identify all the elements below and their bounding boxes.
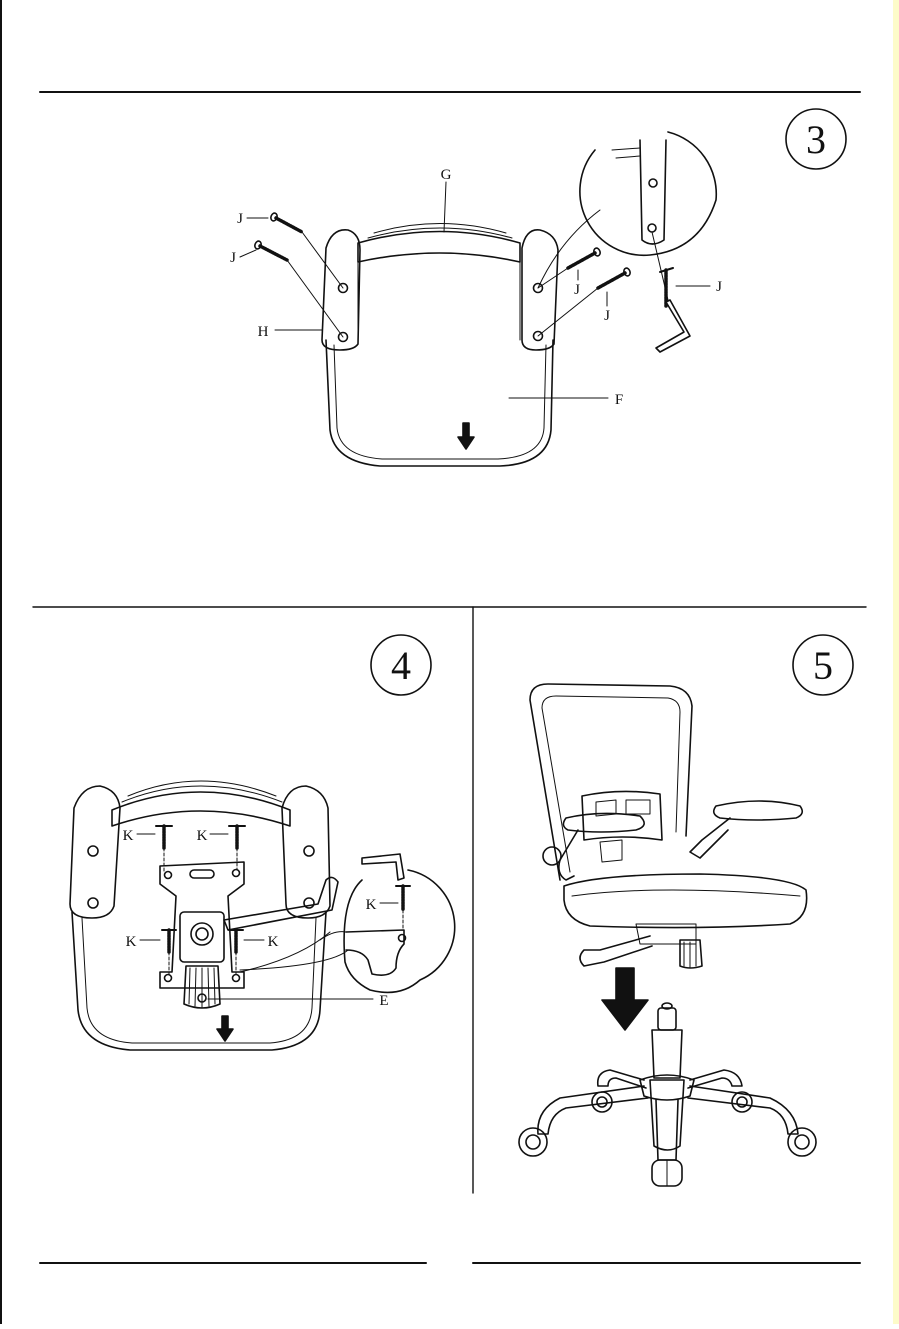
bolt-left-lower — [254, 240, 287, 260]
gas-lift-body — [652, 1030, 682, 1078]
seat-outline — [72, 912, 326, 1050]
right-armrest — [714, 801, 803, 820]
detail-plate — [346, 930, 404, 975]
right-bracket-hole-upper — [304, 846, 314, 856]
detail-circle — [580, 132, 716, 255]
base-leg-right — [688, 1086, 798, 1134]
bolt-right-lower — [598, 267, 631, 288]
leader-line — [444, 182, 446, 232]
step-3-panel: 3 — [230, 109, 846, 466]
step-5-panel: 5 — [519, 635, 853, 1186]
seat-cushion — [564, 874, 807, 928]
step-4-number: 4 — [391, 643, 411, 688]
gas-lift-socket — [191, 923, 213, 945]
caster-back-right — [732, 1092, 752, 1112]
leader-line — [240, 250, 256, 257]
gas-lift-cover — [650, 1080, 684, 1150]
label-K-top-left: K — [123, 828, 134, 844]
step-5-number: 5 — [813, 643, 833, 688]
down-arrow-icon — [458, 423, 474, 449]
guide-line — [538, 288, 598, 336]
gas-lift-socket-inner — [196, 928, 208, 940]
left-bracket-hole-upper — [88, 846, 98, 856]
label-J-left-lower: J — [230, 250, 236, 266]
allen-key-icon — [362, 854, 404, 880]
detail-hole-upper — [649, 179, 657, 187]
detail-connector — [240, 932, 348, 970]
detail-connector — [538, 210, 600, 288]
gas-lift-top — [658, 1008, 676, 1030]
label-H: H — [258, 324, 269, 340]
backrest-top — [358, 232, 520, 263]
flip-arm-pivot — [543, 847, 561, 865]
right-arm-support — [690, 818, 730, 858]
down-arrow-icon — [602, 968, 648, 1030]
detail-bracket — [640, 140, 666, 244]
detail-screw — [396, 886, 410, 930]
left-bracket-hole-lower — [88, 898, 98, 908]
label-J-right-lower: J — [604, 308, 610, 324]
down-arrow-icon — [217, 1016, 233, 1041]
seat-outline — [326, 340, 553, 466]
backrest-top — [112, 792, 290, 826]
base-leg-left — [538, 1086, 648, 1134]
detail-hole-lower — [648, 224, 656, 232]
base-leg-back-right — [688, 1070, 742, 1088]
allen-key-icon — [656, 300, 690, 352]
label-J-left-upper: J — [237, 211, 243, 227]
bolt-right-upper — [568, 247, 601, 268]
caster-front-right — [788, 1128, 816, 1156]
detail-backrest — [612, 148, 640, 158]
label-J-right-upper: J — [574, 282, 580, 298]
base-leg-back-left — [598, 1070, 646, 1088]
caster-front-left — [519, 1128, 547, 1156]
base-leg-front — [656, 1100, 678, 1160]
label-K-lower-left: K — [126, 934, 137, 950]
plate-hole — [165, 872, 172, 879]
page-edge-strip — [893, 0, 899, 1324]
seat-piping — [572, 890, 800, 896]
seat-inner — [82, 918, 316, 1043]
label-J-detail: J — [716, 279, 722, 295]
tension-knob-ridges — [684, 942, 696, 968]
step-3-number: 3 — [806, 117, 826, 162]
plate-hole — [165, 975, 172, 982]
caster-front-center — [652, 1160, 682, 1186]
mechanism-housing — [180, 912, 224, 962]
plate-slot — [190, 870, 214, 878]
backrest-mesh — [542, 696, 680, 872]
plate-hole — [233, 975, 240, 982]
step-4-panel: 4 — [70, 635, 455, 1050]
height-lever — [580, 936, 652, 966]
guide-line — [302, 232, 343, 288]
label-E: E — [379, 993, 388, 1009]
guide-line — [287, 260, 343, 337]
plate-hole — [233, 870, 240, 877]
label-G: G — [441, 167, 452, 183]
left-armrest — [563, 813, 644, 832]
label-K-lower-right: K — [268, 934, 279, 950]
label-K-detail: K — [366, 897, 377, 913]
left-bracket — [322, 230, 360, 350]
lever-cable — [240, 932, 330, 972]
label-K-top-right: K — [197, 828, 208, 844]
bolt-left-upper — [270, 212, 302, 232]
seat-inner — [334, 345, 546, 459]
seat-front — [358, 262, 520, 340]
label-F: F — [615, 392, 623, 408]
